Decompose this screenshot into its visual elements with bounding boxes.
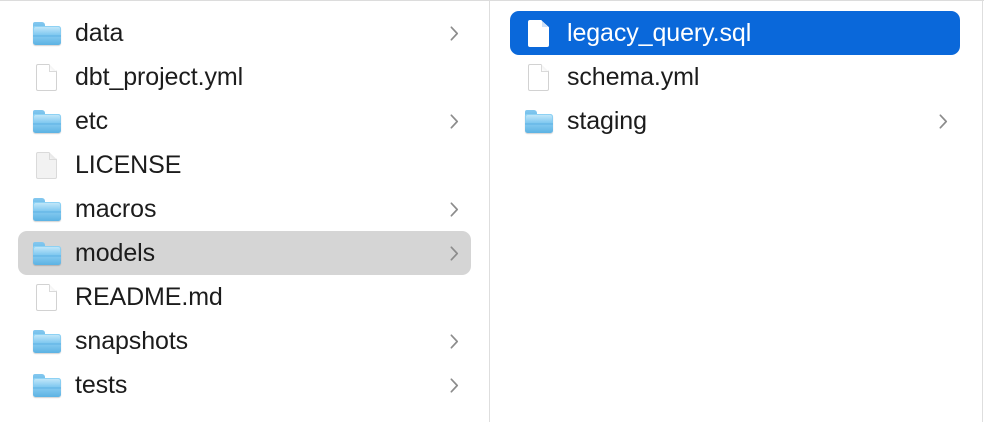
file-row[interactable]: macros (18, 187, 471, 231)
chevron-right-icon (447, 199, 461, 219)
file-icon-wrap (32, 281, 62, 313)
file-icon-wrap (524, 17, 554, 49)
plain-document-icon (36, 152, 57, 179)
folder-icon (33, 374, 61, 397)
file-column-2[interactable]: legacy_query.sql schema.yml staging (490, 1, 983, 422)
chevron-right-icon (447, 331, 461, 351)
file-name-label: dbt_project.yml (75, 64, 244, 90)
file-row[interactable]: data (18, 11, 471, 55)
file-icon-wrap (32, 17, 62, 49)
document-icon (528, 64, 549, 91)
chevron-right-icon (447, 111, 461, 131)
file-name-label: etc (75, 108, 109, 134)
file-row[interactable]: tests (18, 363, 471, 407)
file-name-label: models (75, 240, 155, 266)
folder-icon (33, 22, 61, 45)
folder-icon (33, 242, 61, 265)
chevron-right-icon (447, 375, 461, 395)
file-name-label: README.md (75, 284, 223, 310)
file-row[interactable]: dbt_project.yml (18, 55, 471, 99)
folder-icon (525, 110, 553, 133)
document-icon (36, 64, 57, 91)
chevron-right-icon (936, 111, 950, 131)
document-icon (528, 20, 549, 47)
folder-icon (33, 330, 61, 353)
file-name-label: snapshots (75, 328, 189, 354)
file-row[interactable]: models (18, 231, 471, 275)
file-name-label: legacy_query.sql (567, 20, 752, 46)
file-row[interactable]: legacy_query.sql (510, 11, 960, 55)
file-icon-wrap (32, 325, 62, 357)
folder-icon (33, 110, 61, 133)
file-icon-wrap (32, 149, 62, 181)
file-name-label: data (75, 20, 124, 46)
file-icon-wrap (32, 369, 62, 401)
file-row[interactable]: staging (510, 99, 960, 143)
file-icon-wrap (32, 105, 62, 137)
file-row[interactable]: README.md (18, 275, 471, 319)
file-icon-wrap (524, 105, 554, 137)
file-name-label: staging (567, 108, 647, 134)
file-row[interactable]: etc (18, 99, 471, 143)
file-name-label: macros (75, 196, 157, 222)
file-row[interactable]: LICENSE (18, 143, 471, 187)
file-icon-wrap (524, 61, 554, 93)
file-icon-wrap (32, 193, 62, 225)
file-row[interactable]: snapshots (18, 319, 471, 363)
file-icon-wrap (32, 61, 62, 93)
chevron-right-icon (447, 243, 461, 263)
file-name-label: schema.yml (567, 64, 700, 90)
chevron-right-icon (447, 23, 461, 43)
file-name-label: LICENSE (75, 152, 182, 178)
folder-icon (33, 198, 61, 221)
file-icon-wrap (32, 237, 62, 269)
file-row[interactable]: schema.yml (510, 55, 960, 99)
file-name-label: tests (75, 372, 128, 398)
document-icon (36, 284, 57, 311)
